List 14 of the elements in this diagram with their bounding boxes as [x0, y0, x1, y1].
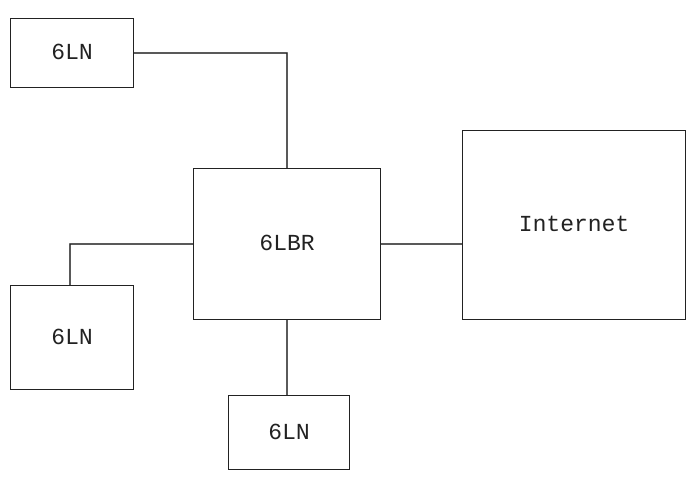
connector-line [286, 320, 288, 395]
node-box [10, 285, 134, 390]
node-box [228, 395, 350, 470]
node-box [462, 130, 686, 320]
connector-line [69, 243, 193, 285]
connector-line [381, 243, 462, 245]
connector-line [134, 52, 288, 168]
node-label: 6LBR [259, 231, 315, 257]
node-label: 6LN [268, 420, 310, 446]
node-label: 6LN [51, 40, 93, 66]
node-label: Internet [518, 212, 630, 238]
node-label: 6LN [51, 324, 93, 350]
node-box [193, 168, 381, 320]
node-box [10, 18, 134, 88]
